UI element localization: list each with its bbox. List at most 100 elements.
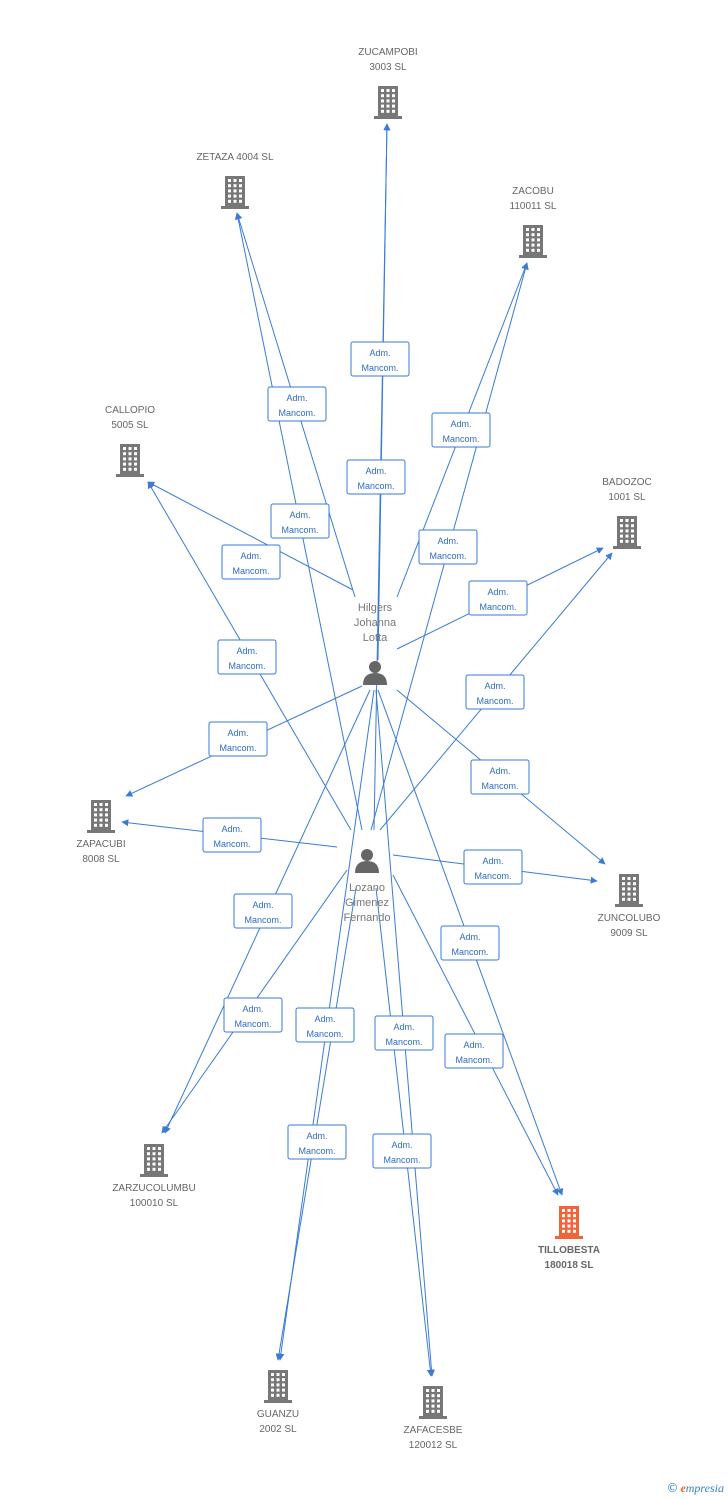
company-label: 120012 SL <box>409 1440 458 1451</box>
edge-label-hilgers-zapacubi[interactable]: Adm.Mancom. <box>208 721 268 757</box>
edge-label-text: Adm. <box>221 824 242 834</box>
edge-label-hilgers-zetaza[interactable]: Adm.Mancom. <box>267 386 327 422</box>
edge-label-text: Adm. <box>227 728 248 738</box>
edge-label-hilgers-tillobesta[interactable]: Adm.Mancom. <box>440 925 500 961</box>
building-icon <box>615 874 643 907</box>
edge-label-lozano-zuncolubo[interactable]: Adm.Mancom. <box>463 849 523 885</box>
edge-label-lozano-tillobesta[interactable]: Adm.Mancom. <box>444 1033 504 1069</box>
edge-label-box <box>470 759 530 795</box>
person-label: Hilgers <box>358 602 393 614</box>
building-icon <box>613 516 641 549</box>
company-label: ZAPACUBI <box>76 839 125 850</box>
edge-label-text: Adm. <box>450 419 471 429</box>
company-label: 180018 SL <box>545 1260 594 1271</box>
edge-label-text: Adm. <box>391 1140 412 1150</box>
edge-label-text: Adm. <box>393 1022 414 1032</box>
building-icon <box>519 225 547 258</box>
building-icon <box>116 444 144 477</box>
company-node-zarzucolumbu[interactable]: ZARZUCOLUMBU 100010 SL <box>112 1144 196 1209</box>
edge-label-lozano-guanzu[interactable]: Adm.Mancom. <box>287 1124 347 1160</box>
edge-label-text: Adm. <box>487 587 508 597</box>
edge-label-text: Mancom. <box>383 1155 420 1165</box>
edge-label-text: Mancom. <box>481 781 518 791</box>
edge-label-text: Adm. <box>459 932 480 942</box>
edge-label-box <box>217 639 277 675</box>
edge-label-box <box>463 849 523 885</box>
person-label: Lozano <box>349 882 385 894</box>
edge-label-text: Mancom. <box>474 871 511 881</box>
company-label: 3003 SL <box>369 62 407 73</box>
edge-label-lozano-zapacubi[interactable]: Adm.Mancom. <box>202 817 262 853</box>
edge-label-text: Mancom. <box>455 1055 492 1065</box>
person-label: Lotta <box>363 632 388 644</box>
company-node-zafacesbe[interactable]: ZAFACESBE 120012 SL <box>404 1386 463 1451</box>
building-icon <box>374 86 402 119</box>
edge-label-text: Mancom. <box>278 408 315 418</box>
company-node-zetaza[interactable]: ZETAZA 4004 SL <box>196 152 274 209</box>
edge-label-text: Mancom. <box>385 1037 422 1047</box>
edge-label-box <box>295 1007 355 1043</box>
edge-label-box <box>287 1124 347 1160</box>
edge-label-lozano-zarzucolumbu[interactable]: Adm.Mancom. <box>223 997 283 1033</box>
edge-label-hilgers-guanzu[interactable]: Adm.Mancom. <box>295 1007 355 1043</box>
company-label: 100010 SL <box>130 1198 179 1209</box>
edge-label-hilgers-zarzucolumbu[interactable]: Adm.Mancom. <box>233 893 293 929</box>
edge-label-box <box>267 386 327 422</box>
edge-label-hilgers-zacobu[interactable]: Adm. Mancom. <box>431 412 491 448</box>
edge-label-box <box>431 412 491 448</box>
edge-label-hilgers-badozoc[interactable]: Adm.Mancom. <box>468 580 528 616</box>
building-icon <box>221 176 249 209</box>
edge-label-lozano-zucampobi[interactable]: Adm. Mancom. <box>346 459 406 495</box>
company-node-tillobesta[interactable]: TILLOBESTA 180018 SL <box>538 1206 600 1271</box>
edge-label-lozano-zacobu[interactable]: Adm.Mancom. <box>418 529 478 565</box>
edge-label-text: Mancom. <box>361 363 398 373</box>
person-label: Gimenez <box>345 897 389 909</box>
edge-label-hilgers-callopio[interactable]: Adm.Mancom. <box>221 544 281 580</box>
edge-label-text: Adm. <box>289 510 310 520</box>
edge-label-lozano-zetaza[interactable]: Adm. Mancom. <box>270 503 330 539</box>
edge-label-text: Adm. <box>484 681 505 691</box>
company-label: 5005 SL <box>111 420 149 431</box>
person-icon <box>355 849 379 873</box>
edge-label-text: Adm. <box>365 466 386 476</box>
building-icon <box>419 1386 447 1419</box>
company-label: ZAFACESBE <box>404 1425 463 1436</box>
edge-label-text: Mancom. <box>357 481 394 491</box>
company-label: ZARZUCOLUMBU <box>112 1183 195 1194</box>
edge-lozano-guanzu <box>275 887 357 1361</box>
edge-label-box <box>223 997 283 1033</box>
edge-label-hilgers-zuncolubo[interactable]: Adm.Mancom. <box>470 759 530 795</box>
edge-label-text: Mancom. <box>306 1029 343 1039</box>
edge-label-box <box>233 893 293 929</box>
edge-label-text: Mancom. <box>298 1146 335 1156</box>
edge-label-hilgers-zucampobi[interactable]: Adm.Mancom. <box>350 341 410 377</box>
edge-label-text: Mancom. <box>281 525 318 535</box>
company-label: 110011 SL <box>510 201 557 212</box>
edge-label-hilgers-zafacesbe[interactable]: Adm. Mancom. <box>374 1015 434 1051</box>
company-label: ZETAZA 4004 SL <box>196 152 274 163</box>
edge-label-text: Mancom. <box>476 696 513 706</box>
edge-label-lozano-zafacesbe[interactable]: Adm. Mancom. <box>372 1133 432 1169</box>
edge-label-text: Mancom. <box>234 1019 271 1029</box>
company-label: BADOZOC <box>602 477 651 488</box>
edge-hilgers-callopio <box>147 481 354 591</box>
edge-label-text: Mancom. <box>429 551 466 561</box>
edge-label-box <box>444 1033 504 1069</box>
edge-label-lozano-callopio[interactable]: Adm.Mancom. <box>217 639 277 675</box>
edge-label-lozano-badozoc[interactable]: Adm. Mancom. <box>465 674 525 710</box>
edge-label-box <box>374 1015 434 1051</box>
edge-label-text: Mancom. <box>442 434 479 444</box>
company-label: TILLOBESTA <box>538 1245 600 1256</box>
footer-brand[interactable]: ©empresia <box>666 1481 724 1496</box>
